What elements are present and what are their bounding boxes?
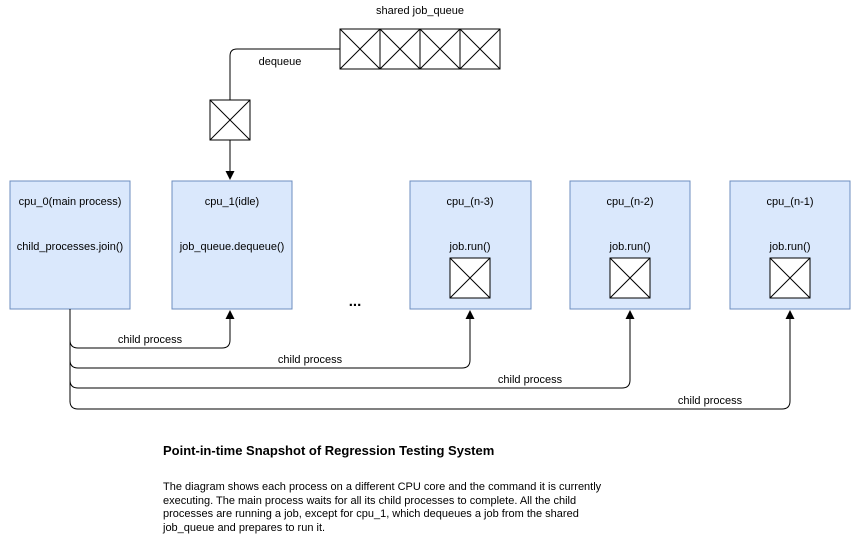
child-process-label-4: child process bbox=[678, 395, 743, 407]
child-process-label-3: child process bbox=[498, 374, 563, 386]
dequeued-job-box bbox=[209, 99, 251, 141]
dequeue-connector bbox=[229, 48, 340, 100]
cpu-0-box: cpu_0(main process) child_processes.join… bbox=[9, 180, 131, 310]
job-to-cpu1-arrow bbox=[225, 140, 235, 180]
cpu-n2-title: cpu_(n-2) bbox=[606, 196, 653, 208]
cpu-n3-box: cpu_(n-3) job.run() bbox=[409, 180, 532, 310]
cpu-n2-box: cpu_(n-2) job.run() bbox=[569, 180, 691, 310]
cpu-n1-box: cpu_(n-1) job.run() bbox=[729, 180, 851, 310]
child-process-connectors: child process child process child proces… bbox=[69, 309, 795, 410]
cpu-1-command: job_queue.dequeue() bbox=[179, 241, 285, 253]
caption-title: Point-in-time Snapshot of Regression Tes… bbox=[163, 443, 495, 458]
running-job-box bbox=[449, 257, 491, 299]
child-process-label-1: child process bbox=[118, 334, 183, 346]
child-process-label-2: child process bbox=[278, 354, 343, 366]
cpu-1-title: cpu_1(idle) bbox=[205, 196, 259, 208]
cpu-n3-title: cpu_(n-3) bbox=[446, 196, 493, 208]
ellipsis: ... bbox=[349, 293, 362, 310]
cpu-0-title: cpu_0(main process) bbox=[19, 196, 122, 208]
cpu-0-command: child_processes.join() bbox=[17, 241, 123, 253]
process-diagram: shared job_queue dequeue cpu_ bbox=[9, 5, 851, 410]
cpu-1-box: cpu_1(idle) job_queue.dequeue() bbox=[171, 180, 293, 310]
shared-job-queue-label: shared job_queue bbox=[376, 5, 464, 17]
cpu-n1-title: cpu_(n-1) bbox=[766, 196, 813, 208]
cpu-n1-command: job.run() bbox=[769, 241, 811, 253]
running-job-box bbox=[609, 257, 651, 299]
cpu-n2-command: job.run() bbox=[609, 241, 651, 253]
dequeue-label: dequeue bbox=[259, 56, 302, 68]
shared-job-queue bbox=[339, 28, 501, 70]
caption-body: The diagram shows each process on a diff… bbox=[163, 481, 602, 534]
running-job-box bbox=[769, 257, 811, 299]
caption: Point-in-time Snapshot of Regression Tes… bbox=[163, 443, 633, 535]
cpu-n3-command: job.run() bbox=[449, 241, 491, 253]
